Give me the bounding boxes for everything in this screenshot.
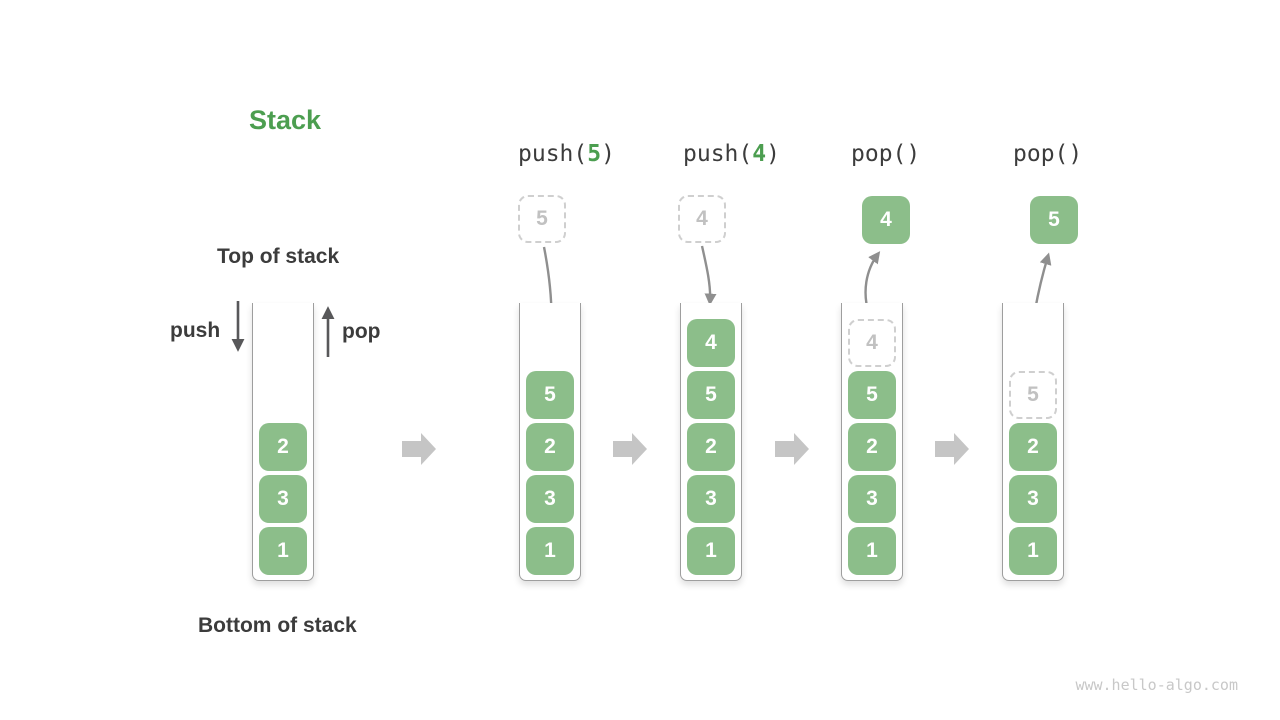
popped-value: 5 — [1048, 208, 1060, 231]
operation-label-push4: push(4) — [683, 141, 780, 167]
stack-item-value: 2 — [277, 435, 289, 458]
stack-container-after-pop1: 4 5 2 3 1 — [841, 303, 903, 581]
stack-item: 3 — [526, 475, 574, 523]
stack-container-initial: 2 3 1 — [252, 303, 314, 581]
stack-item: 1 — [1009, 527, 1057, 575]
stack-item-value: 1 — [866, 539, 878, 562]
popped-value: 4 — [880, 208, 892, 231]
stack-item: 2 — [259, 423, 307, 471]
op-text: push( — [683, 141, 753, 167]
incoming-value-box: 4 — [678, 195, 726, 243]
stack-item: 1 — [526, 527, 574, 575]
popped-value-box: 5 — [1030, 196, 1078, 244]
push4-curve-arrow-icon — [700, 245, 717, 306]
stack-item-value: 3 — [544, 487, 556, 510]
operation-label-pop1: pop() — [851, 141, 920, 167]
stack-item-dashed: 5 — [1009, 371, 1057, 419]
transition-arrow-icon — [402, 433, 436, 465]
incoming-value: 5 — [536, 207, 548, 230]
stack-item: 3 — [1009, 475, 1057, 523]
op-arg: 5 — [587, 141, 602, 167]
stack-item-value: 1 — [1027, 539, 1039, 562]
incoming-value-box: 5 — [518, 195, 566, 243]
stack-item-value: 1 — [705, 539, 717, 562]
stack-item-dashed: 4 — [848, 319, 896, 367]
stack-item: 3 — [259, 475, 307, 523]
stack-item-value: 3 — [705, 487, 717, 510]
stack-item-value: 5 — [866, 383, 878, 406]
stack-item-value: 3 — [277, 487, 289, 510]
stack-item: 1 — [848, 527, 896, 575]
stack-item-value: 4 — [705, 331, 717, 354]
operation-label-push5: push(5) — [518, 141, 615, 167]
stack-item-value: 5 — [705, 383, 717, 406]
page-title: Stack — [249, 105, 322, 135]
stack-item: 3 — [687, 475, 735, 523]
stack-item-value: 2 — [705, 435, 717, 458]
op-arg: 4 — [752, 141, 767, 167]
incoming-value: 4 — [696, 207, 708, 230]
top-of-stack-label: Top of stack — [217, 245, 340, 268]
watermark: www.hello-algo.com — [1075, 676, 1238, 694]
stack-container-after-push4: 4 5 2 3 1 — [680, 303, 742, 581]
stack-item-value: 2 — [1027, 435, 1039, 458]
stack-item: 2 — [848, 423, 896, 471]
stack-item: 5 — [526, 371, 574, 419]
op-text: push( — [518, 141, 588, 167]
stack-item: 1 — [687, 527, 735, 575]
transition-arrow-icon — [775, 433, 809, 465]
stack-item: 2 — [526, 423, 574, 471]
transition-arrow-icon — [613, 433, 647, 465]
stack-item: 2 — [687, 423, 735, 471]
push-label: push — [170, 319, 221, 342]
operation-label-pop2: pop() — [1013, 141, 1082, 167]
transition-arrow-icon — [935, 433, 969, 465]
stack-container-after-push5: 5 2 3 1 — [519, 303, 581, 581]
stack-item: 5 — [848, 371, 896, 419]
stack-item-value: 5 — [1027, 383, 1039, 406]
op-text: ) — [766, 141, 780, 167]
stack-item-value: 1 — [544, 539, 556, 562]
stack-item-value: 3 — [1027, 487, 1039, 510]
bottom-of-stack-label: Bottom of stack — [198, 614, 357, 637]
stack-item: 2 — [1009, 423, 1057, 471]
op-text: pop() — [1013, 141, 1083, 167]
stack-item-value: 1 — [277, 539, 289, 562]
stack-item-value: 2 — [866, 435, 878, 458]
stack-item-value: 5 — [544, 383, 556, 406]
stack-item-value: 2 — [544, 435, 556, 458]
stack-item-value: 3 — [866, 487, 878, 510]
stack-item: 4 — [687, 319, 735, 367]
popped-value-box: 4 — [862, 196, 910, 244]
op-text: pop() — [851, 141, 921, 167]
stack-container-after-pop2: 5 2 3 1 — [1002, 303, 1064, 581]
stack-item-value: 4 — [866, 331, 878, 354]
stack-item: 3 — [848, 475, 896, 523]
stack-item: 5 — [687, 371, 735, 419]
stack-item: 1 — [259, 527, 307, 575]
op-text: ) — [601, 141, 615, 167]
pop-label: pop — [342, 320, 381, 343]
